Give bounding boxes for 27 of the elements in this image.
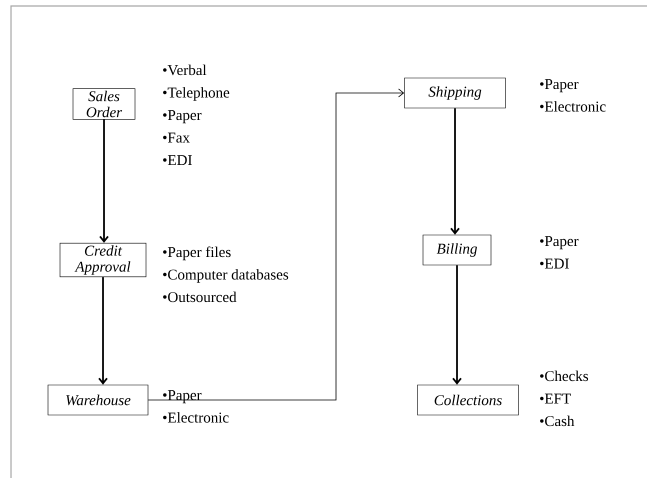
bullet-item: •EDI: [540, 258, 569, 269]
bullet-item: •Outsourced: [163, 292, 236, 302]
process-box: Shipping: [404, 78, 506, 108]
bullet-item: •Electronic: [163, 412, 229, 423]
bullet-item: •Fax: [163, 132, 190, 143]
bullet-item: •EFT: [540, 394, 571, 404]
bullet-item: •Checks: [540, 370, 588, 382]
bullet-item: •Paper: [540, 79, 578, 92]
bullet-item: •EDI: [163, 155, 192, 166]
arrow: [148, 88, 404, 400]
process-box: Warehouse: [48, 384, 148, 416]
bullet-item: •Paper: [540, 236, 578, 250]
process-box: Collections: [417, 384, 519, 416]
arrow: [99, 120, 109, 243]
process-box: Billing: [422, 234, 492, 266]
bullet-item: •Telephone: [163, 87, 230, 101]
arrow: [450, 108, 460, 235]
arrow: [452, 265, 462, 385]
bullet-item: •Electronic: [540, 101, 606, 112]
bullet-item: •Verbal: [163, 64, 206, 76]
bullet-item: •Paper files: [163, 246, 231, 260]
process-box: Credit Approval: [60, 242, 146, 278]
process-box: Sales Order: [72, 88, 136, 120]
arrow: [98, 277, 108, 385]
bullet-item: •Cash: [540, 416, 574, 426]
bullet-item: •Paper: [163, 110, 202, 124]
bullet-item: •Computer databases: [163, 269, 288, 283]
